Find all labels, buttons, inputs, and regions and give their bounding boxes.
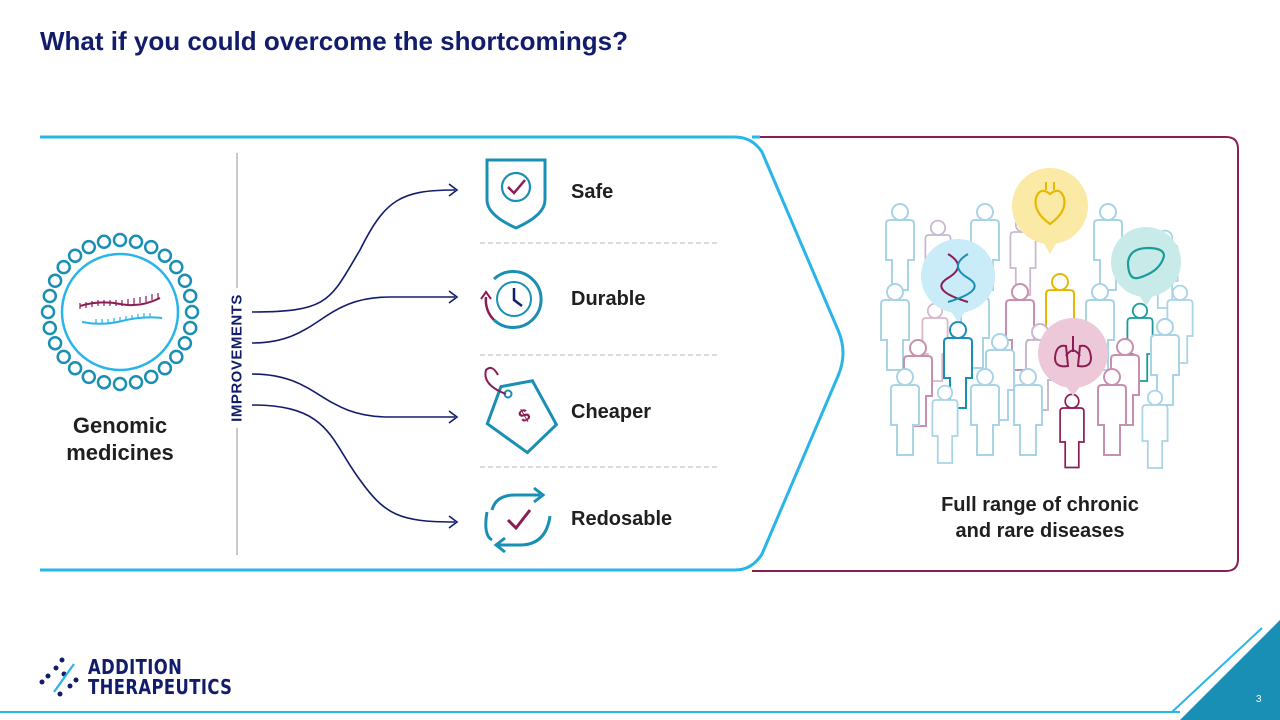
- person-outline: [1150, 318, 1180, 406]
- bead: [96, 374, 112, 390]
- bead: [157, 361, 173, 376]
- bead: [128, 234, 144, 250]
- liver-icon: [1111, 227, 1181, 306]
- bead: [182, 320, 198, 336]
- bead: [96, 234, 112, 250]
- person-outline: [970, 368, 1000, 456]
- improvement-label-safe: Safe: [571, 181, 614, 203]
- bead: [182, 288, 198, 304]
- genomic-medicines-label: Genomic medicines: [66, 413, 174, 465]
- person-outline: [880, 283, 910, 371]
- clock-icon: [480, 270, 543, 329]
- company-logo-mark: [39, 657, 79, 697]
- cycle-check-icon: [484, 486, 552, 554]
- bead: [143, 239, 159, 255]
- genomic-medicine-icon: [40, 232, 200, 392]
- disease-bubbles: [921, 168, 1181, 396]
- bead: [143, 369, 159, 385]
- person-outline: [1097, 368, 1127, 456]
- bead: [47, 335, 63, 351]
- company-logo-text: ADDITION THERAPEUTICS: [88, 655, 233, 699]
- bead: [157, 248, 173, 263]
- dna-icon: [921, 239, 995, 322]
- person-outline: [890, 368, 920, 456]
- price-tag-icon: $: [484, 366, 559, 455]
- bead: [67, 361, 83, 376]
- person-outline: [1059, 393, 1085, 469]
- bead: [128, 374, 144, 390]
- person-outline: [1141, 389, 1169, 469]
- improvement-label-durable: Durable: [571, 288, 646, 310]
- bead: [67, 248, 83, 263]
- bead: [169, 259, 184, 275]
- page-number: 3: [1256, 694, 1262, 705]
- bead: [81, 239, 97, 255]
- diseases-label: Full range of chronic and rare diseases: [941, 494, 1139, 542]
- person-outline: [1013, 368, 1043, 456]
- bead: [169, 349, 184, 365]
- bead: [42, 320, 58, 336]
- bead: [177, 335, 193, 351]
- bead: [112, 376, 128, 392]
- connector-arrows: [251, 183, 459, 529]
- corner-accent: [1180, 620, 1280, 720]
- person-outline: [885, 203, 915, 291]
- slide-title: What if you could overcome the shortcomi…: [40, 26, 628, 56]
- improvements-frame: [40, 135, 845, 572]
- heart-icon: [1012, 168, 1088, 254]
- bead: [56, 349, 71, 365]
- bead: [42, 288, 58, 304]
- improvement-label-redosable: Redosable: [571, 508, 673, 530]
- bead: [56, 259, 71, 275]
- lungs-icon: [1038, 318, 1108, 396]
- shield-check-icon: [485, 158, 547, 230]
- diseases-frame: [752, 136, 1239, 572]
- bead: [47, 273, 63, 289]
- bead: [184, 304, 200, 320]
- person-outline: [931, 384, 959, 464]
- separators: [480, 242, 718, 468]
- bead: [177, 273, 193, 289]
- improvement-label-cheaper: Cheaper: [571, 401, 652, 423]
- bead: [112, 232, 128, 248]
- svg-text:$: $: [515, 404, 534, 426]
- bead: [40, 304, 56, 320]
- bead: [81, 369, 97, 385]
